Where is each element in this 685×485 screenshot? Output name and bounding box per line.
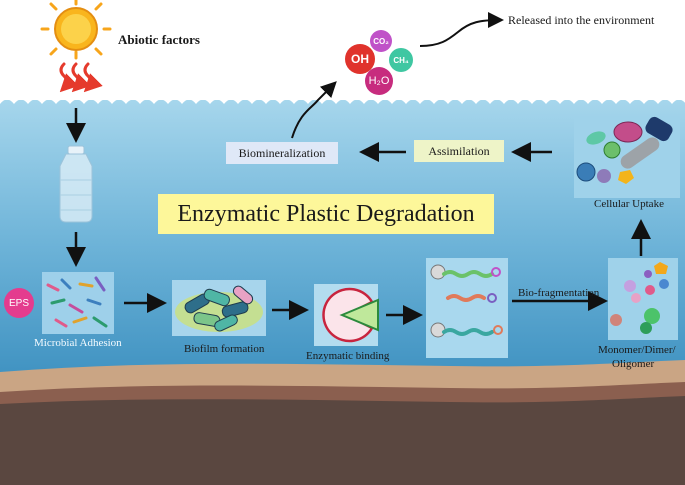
biomineralization-box: Biomineralization [226,142,338,164]
bio-fragmentation-label: Bio-fragmentation [518,287,600,299]
abiotic-factors-label: Abiotic factors [118,32,200,47]
cellular-uptake-label: Cellular Uptake [594,198,664,210]
arrow-biomineral-to-molecules [291,81,337,139]
co2-molecule: CO₂ [370,30,392,52]
sun-icon [40,0,112,60]
eps-badge: EPS [4,288,34,318]
enzymatic-binding-label: Enzymatic binding [306,350,390,362]
microbial-adhesion-image [42,272,114,334]
title-box: Enzymatic Plastic Degradation [158,194,494,234]
monomer-label-line1: Monomer/Dimer/ [598,344,676,356]
fragmented-chains-image [426,258,508,358]
assimilation-box: Assimilation [414,140,504,162]
cellular-uptake-image [574,116,680,198]
ch4-molecule: CH₄ [389,48,413,72]
released-label: Released into the environment [508,13,655,27]
monomer-label-line2: Oligomer [612,358,655,370]
arrow-molecules-to-environment [419,12,504,47]
monomers-image [608,258,678,340]
plastic-bottle-icon [59,145,93,223]
heat-wave-icon [59,62,103,93]
microbial-adhesion-label: Microbial Adhesion [34,337,122,349]
soil-dark-layer [0,396,685,485]
biofilm-formation-label: Biofilm formation [184,343,265,355]
biofilm-image [172,280,266,336]
wave-line [0,94,685,104]
h2o-molecule: H₂O [365,67,393,95]
enzyme-pacman-icon [314,284,379,346]
